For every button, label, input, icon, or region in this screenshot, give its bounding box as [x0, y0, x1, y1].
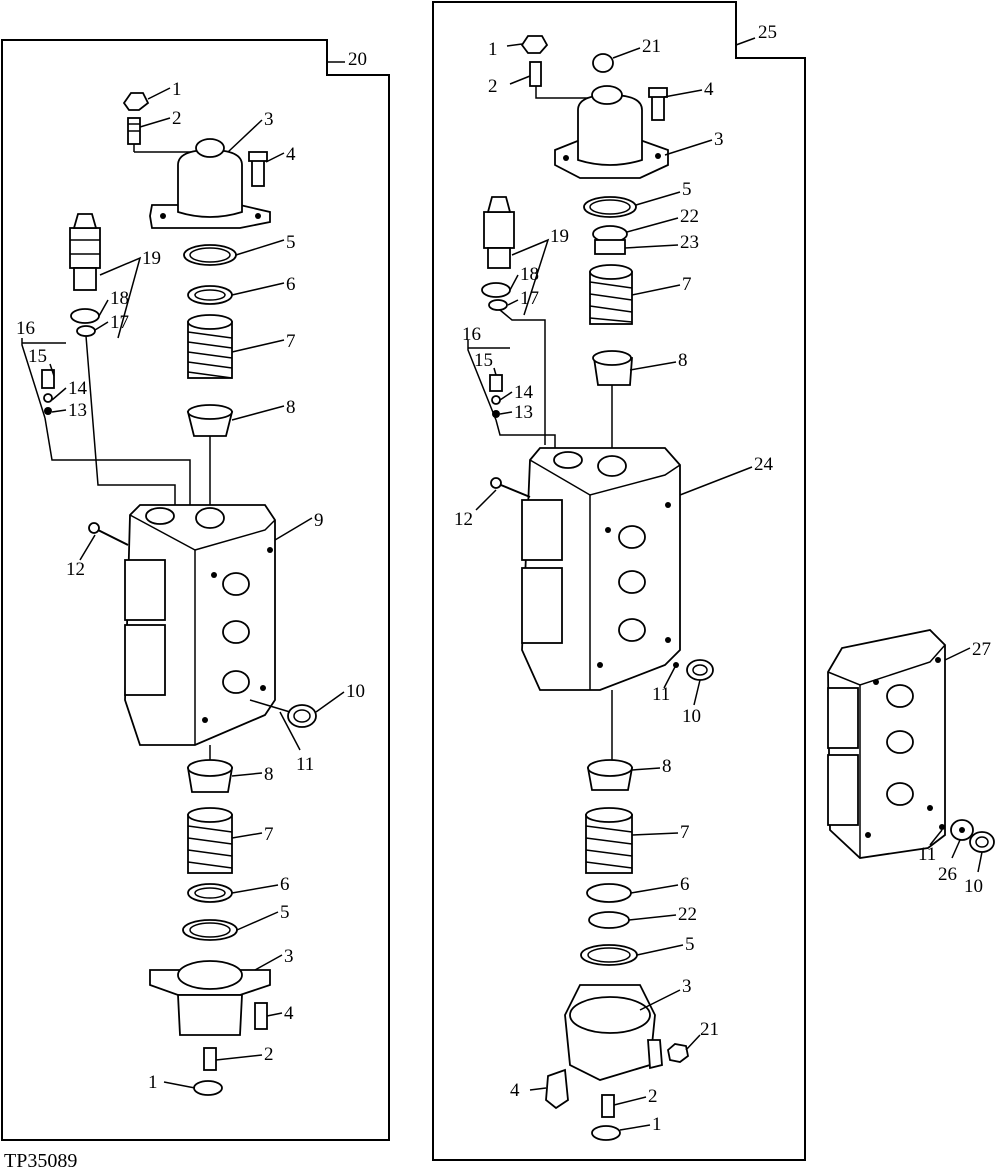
asm25-label-8-lower: 8 [662, 756, 672, 777]
assembly-25-labels: 1 21 2 4 3 5 22 23 7 8 19 18 17 16 15 14… [454, 36, 774, 1135]
asm20-label-6: 6 [286, 274, 296, 295]
asm20-label-16: 16 [16, 318, 35, 339]
asm25-label-1-lower: 1 [652, 1114, 662, 1135]
asm25-label-6-lower: 6 [680, 874, 690, 895]
asm25-label-4: 4 [704, 79, 714, 100]
asm20-label-4-lower: 4 [284, 1003, 294, 1024]
asm20-label-8: 8 [286, 397, 296, 418]
asm20-label-2-lower: 2 [264, 1044, 274, 1065]
asm20-label-8-lower: 8 [264, 764, 274, 785]
asm20-label-6-lower: 6 [280, 874, 290, 895]
asm20-label-19: 19 [142, 248, 161, 269]
asm25-label-24: 24 [754, 454, 774, 475]
asm20-label-14: 14 [68, 378, 88, 399]
asm20-label-9: 9 [314, 510, 324, 531]
asm25-label-7-lower: 7 [680, 822, 690, 843]
asm25-label-22-lower: 22 [678, 904, 697, 925]
assembly-25-border [432, 1, 806, 1161]
asm20-label-4: 4 [286, 144, 296, 165]
asm25-label-23: 23 [680, 232, 699, 253]
asm25-label-11: 11 [652, 684, 670, 705]
asm25-label-2-lower: 2 [648, 1086, 658, 1107]
asm25-label-22: 22 [680, 206, 699, 227]
asm20-label-7: 7 [286, 331, 296, 352]
asm25-label-19: 19 [550, 226, 569, 247]
asm20-label-1-lower: 1 [148, 1072, 158, 1093]
asm20-label-1: 1 [172, 79, 182, 100]
asm20-label-7-lower: 7 [264, 824, 274, 845]
asm25-label-13: 13 [514, 402, 533, 423]
assembly-20-labels: 1 2 3 4 5 6 7 8 9 10 11 12 13 14 15 16 1… [16, 79, 365, 1093]
assembly-25-parts [467, 35, 753, 1141]
assembly-20-number: 20 [348, 49, 367, 70]
asm25-label-2: 2 [488, 76, 498, 97]
asm25-label-8: 8 [678, 350, 688, 371]
asm20-label-5: 5 [286, 232, 296, 253]
label-27: 27 [972, 639, 991, 660]
assembly-20-border [1, 39, 390, 1141]
asm25-label-3-lower: 3 [682, 976, 692, 997]
asm25-label-15: 15 [474, 350, 493, 371]
asm20-label-3-lower: 3 [284, 946, 294, 967]
asm25-label-1: 1 [488, 39, 498, 60]
label-11-end-plate: 11 [918, 844, 936, 865]
asm20-label-13: 13 [68, 400, 87, 421]
asm20-label-17: 17 [110, 312, 129, 333]
asm20-label-18: 18 [110, 288, 129, 309]
asm25-label-4-lower: 4 [510, 1080, 520, 1101]
end-plate-labels: 27 11 26 10 [918, 639, 991, 897]
end-plate-assembly [827, 629, 995, 873]
asm25-label-21-lower: 21 [700, 1019, 719, 1040]
asm20-label-11: 11 [296, 754, 314, 775]
label-10-end-plate: 10 [964, 876, 983, 897]
asm25-label-7: 7 [682, 274, 692, 295]
asm25-label-16: 16 [462, 324, 481, 345]
label-26: 26 [938, 864, 957, 885]
asm20-label-10: 10 [346, 681, 365, 702]
asm25-label-3: 3 [714, 129, 724, 150]
asm20-label-12: 12 [66, 559, 85, 580]
asm20-label-15: 15 [28, 346, 47, 367]
assembly-20-parts [21, 87, 345, 1096]
asm25-label-12: 12 [454, 509, 473, 530]
asm20-label-5-lower: 5 [280, 902, 290, 923]
assembly-25-number: 25 [758, 22, 777, 43]
asm25-label-17: 17 [520, 288, 539, 309]
asm25-label-21: 21 [642, 36, 661, 57]
asm20-label-3: 3 [264, 109, 274, 130]
asm20-label-2: 2 [172, 108, 182, 129]
asm25-label-18: 18 [520, 264, 539, 285]
figure-id: TP35089 [4, 1150, 78, 1172]
asm25-label-5-lower: 5 [685, 934, 695, 955]
asm25-label-14: 14 [514, 382, 534, 403]
asm25-label-5: 5 [682, 179, 692, 200]
asm25-label-10: 10 [682, 706, 701, 727]
